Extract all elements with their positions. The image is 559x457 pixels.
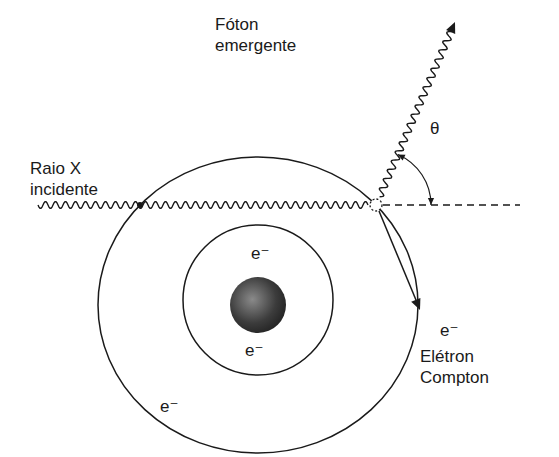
nucleus (230, 277, 286, 333)
arrowhead (398, 155, 406, 161)
incident-wave (38, 202, 368, 209)
electron-path (379, 211, 416, 300)
arrowhead (428, 198, 434, 205)
electron-symbol: e⁻ (160, 396, 178, 417)
electron-symbol: e⁻ (251, 243, 269, 264)
arrowhead (446, 22, 455, 34)
photon-label: Fóton emergente (215, 14, 325, 56)
electron-symbol: e⁻ (245, 340, 263, 361)
arrowhead (411, 298, 420, 310)
inner-orbit (183, 225, 333, 375)
emerging-wave (379, 31, 453, 196)
compton-electron (370, 199, 382, 211)
angle-arc (398, 155, 431, 206)
ray-label: Raio X incidente (30, 158, 140, 200)
reference-line (383, 204, 520, 205)
electron-symbol: e⁻ (440, 320, 458, 341)
electron-label: Elétron Compton (420, 346, 510, 388)
angle-symbol: θ (430, 118, 439, 139)
